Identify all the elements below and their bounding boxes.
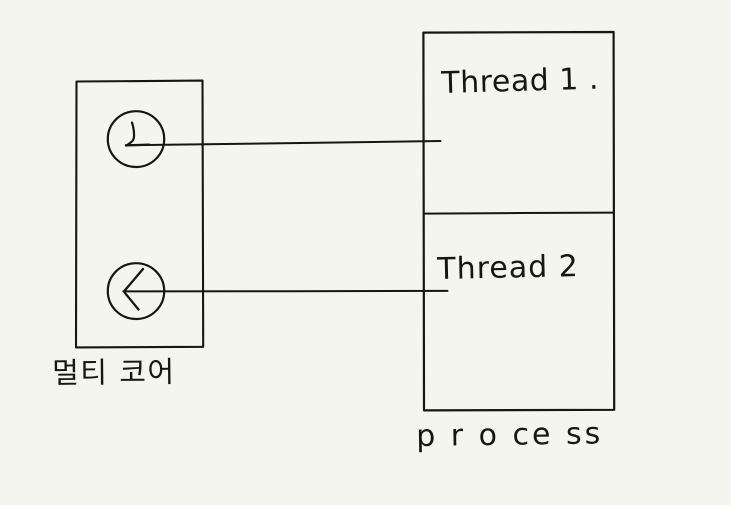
core-circle-1-outline — [106, 110, 166, 169]
thread-2-label: Thread 2 — [436, 249, 580, 287]
multi-core-caption: 멀티 코어 — [51, 354, 176, 390]
core-circle-1 — [106, 110, 166, 169]
process-box-divider — [423, 211, 615, 215]
thread-1-label: Thread 1 . — [440, 61, 600, 101]
connector-core2-thread2-line — [123, 289, 449, 293]
core-circle-2-outline — [106, 262, 166, 321]
core-2-arrow-lower-stroke — [122, 290, 140, 311]
process-box — [422, 30, 616, 412]
core-circle-2 — [106, 262, 166, 321]
connector-core1-thread1 — [125, 140, 442, 147]
connector-core1-thread1-line — [125, 140, 442, 147]
multi-core-box-outline — [74, 79, 205, 349]
core-2-arrow-upper-stroke — [122, 267, 145, 293]
connector-core2-thread2 — [123, 289, 449, 293]
multi-core-box — [74, 79, 205, 349]
core-1-arrow-upper-stroke — [125, 121, 136, 147]
process-caption: p r o ce ss — [415, 416, 604, 454]
process-box-outline — [422, 30, 616, 412]
